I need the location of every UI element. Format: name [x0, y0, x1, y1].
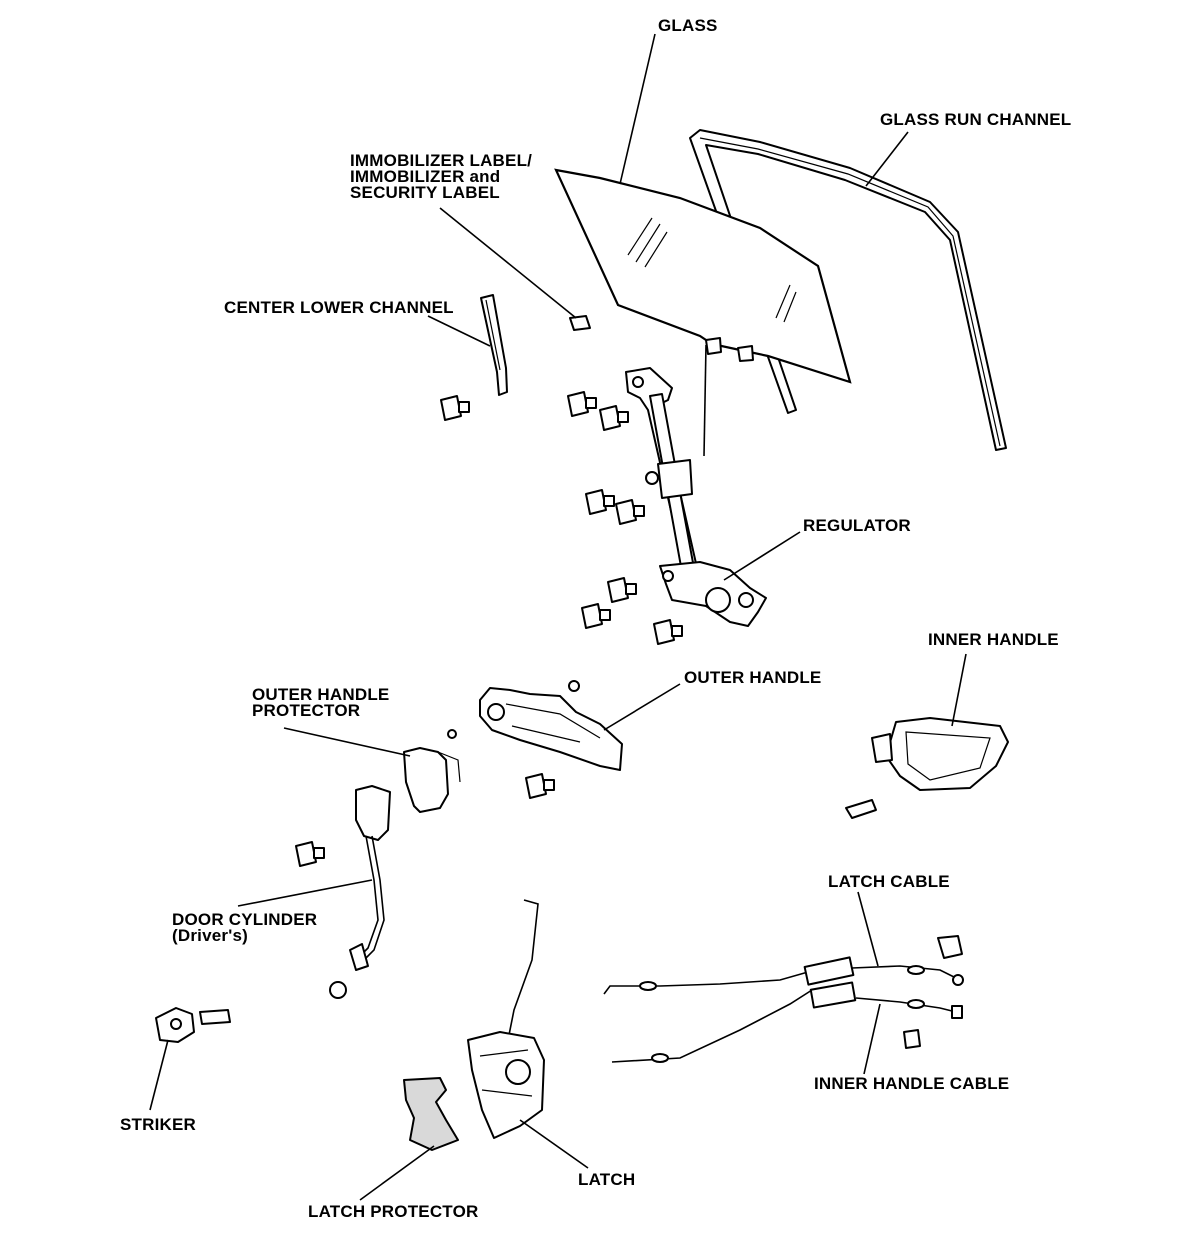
regulator-assembly: [625, 344, 767, 627]
label-glass: GLASS: [658, 16, 718, 35]
leader-glass-run-channel: [865, 131, 909, 187]
leader-latch: [519, 1119, 589, 1169]
leader-regulator: [723, 531, 801, 581]
cable-set: [603, 935, 964, 1063]
striker: [155, 1007, 231, 1043]
leader-glass: [619, 33, 656, 185]
leader-inner-handle-cable: [863, 1003, 881, 1075]
label-center-lower-channel: CENTER LOWER CHANNEL: [224, 298, 454, 317]
leader-center-lower-channel: [427, 315, 491, 347]
label-latch: LATCH: [578, 1170, 636, 1189]
outer-handle: [447, 680, 623, 771]
leader-door-cylinder: [237, 879, 373, 907]
label-door-cylinder: DOOR CYLINDER (Driver's): [172, 910, 318, 945]
immobilizer-label-sticker: [569, 315, 591, 331]
leader-outer-handle-protector: [283, 727, 411, 757]
leader-inner-handle: [951, 653, 967, 727]
label-outer-handle: OUTER HANDLE: [684, 668, 822, 687]
center-lower-channel: [480, 294, 508, 396]
leader-latch-protector: [359, 1145, 435, 1201]
outer-handle-protector: [403, 747, 461, 813]
leader-lines: [149, 33, 967, 1201]
latch-assembly: [467, 899, 545, 1139]
label-glass-run-channel: GLASS RUN CHANNEL: [880, 110, 1072, 129]
leader-immobilizer-label: [439, 207, 577, 319]
leader-latch-cable: [857, 891, 879, 967]
label-regulator: REGULATOR: [803, 516, 911, 535]
bolts: [295, 391, 683, 867]
label-inner-handle-cable: INNER HANDLE CABLE: [814, 1074, 1010, 1093]
label-outer-handle-protector: OUTER HANDLE PROTECTOR: [252, 685, 390, 720]
label-striker: STRIKER: [120, 1115, 197, 1134]
label-latch-cable: LATCH CABLE: [828, 872, 950, 891]
glass-panel: [554, 168, 852, 384]
inner-handle: [845, 717, 1009, 819]
leader-outer-handle: [603, 683, 681, 731]
label-latch-protector: LATCH PROTECTOR: [308, 1202, 479, 1221]
leader-striker: [149, 1039, 169, 1111]
label-immobilizer-label: IMMOBILIZER LABEL/ IMMOBILIZER and SECUR…: [350, 151, 533, 202]
latch-protector: [403, 1077, 459, 1151]
door-cylinder: [329, 785, 391, 999]
label-inner-handle: INNER HANDLE: [928, 630, 1059, 649]
